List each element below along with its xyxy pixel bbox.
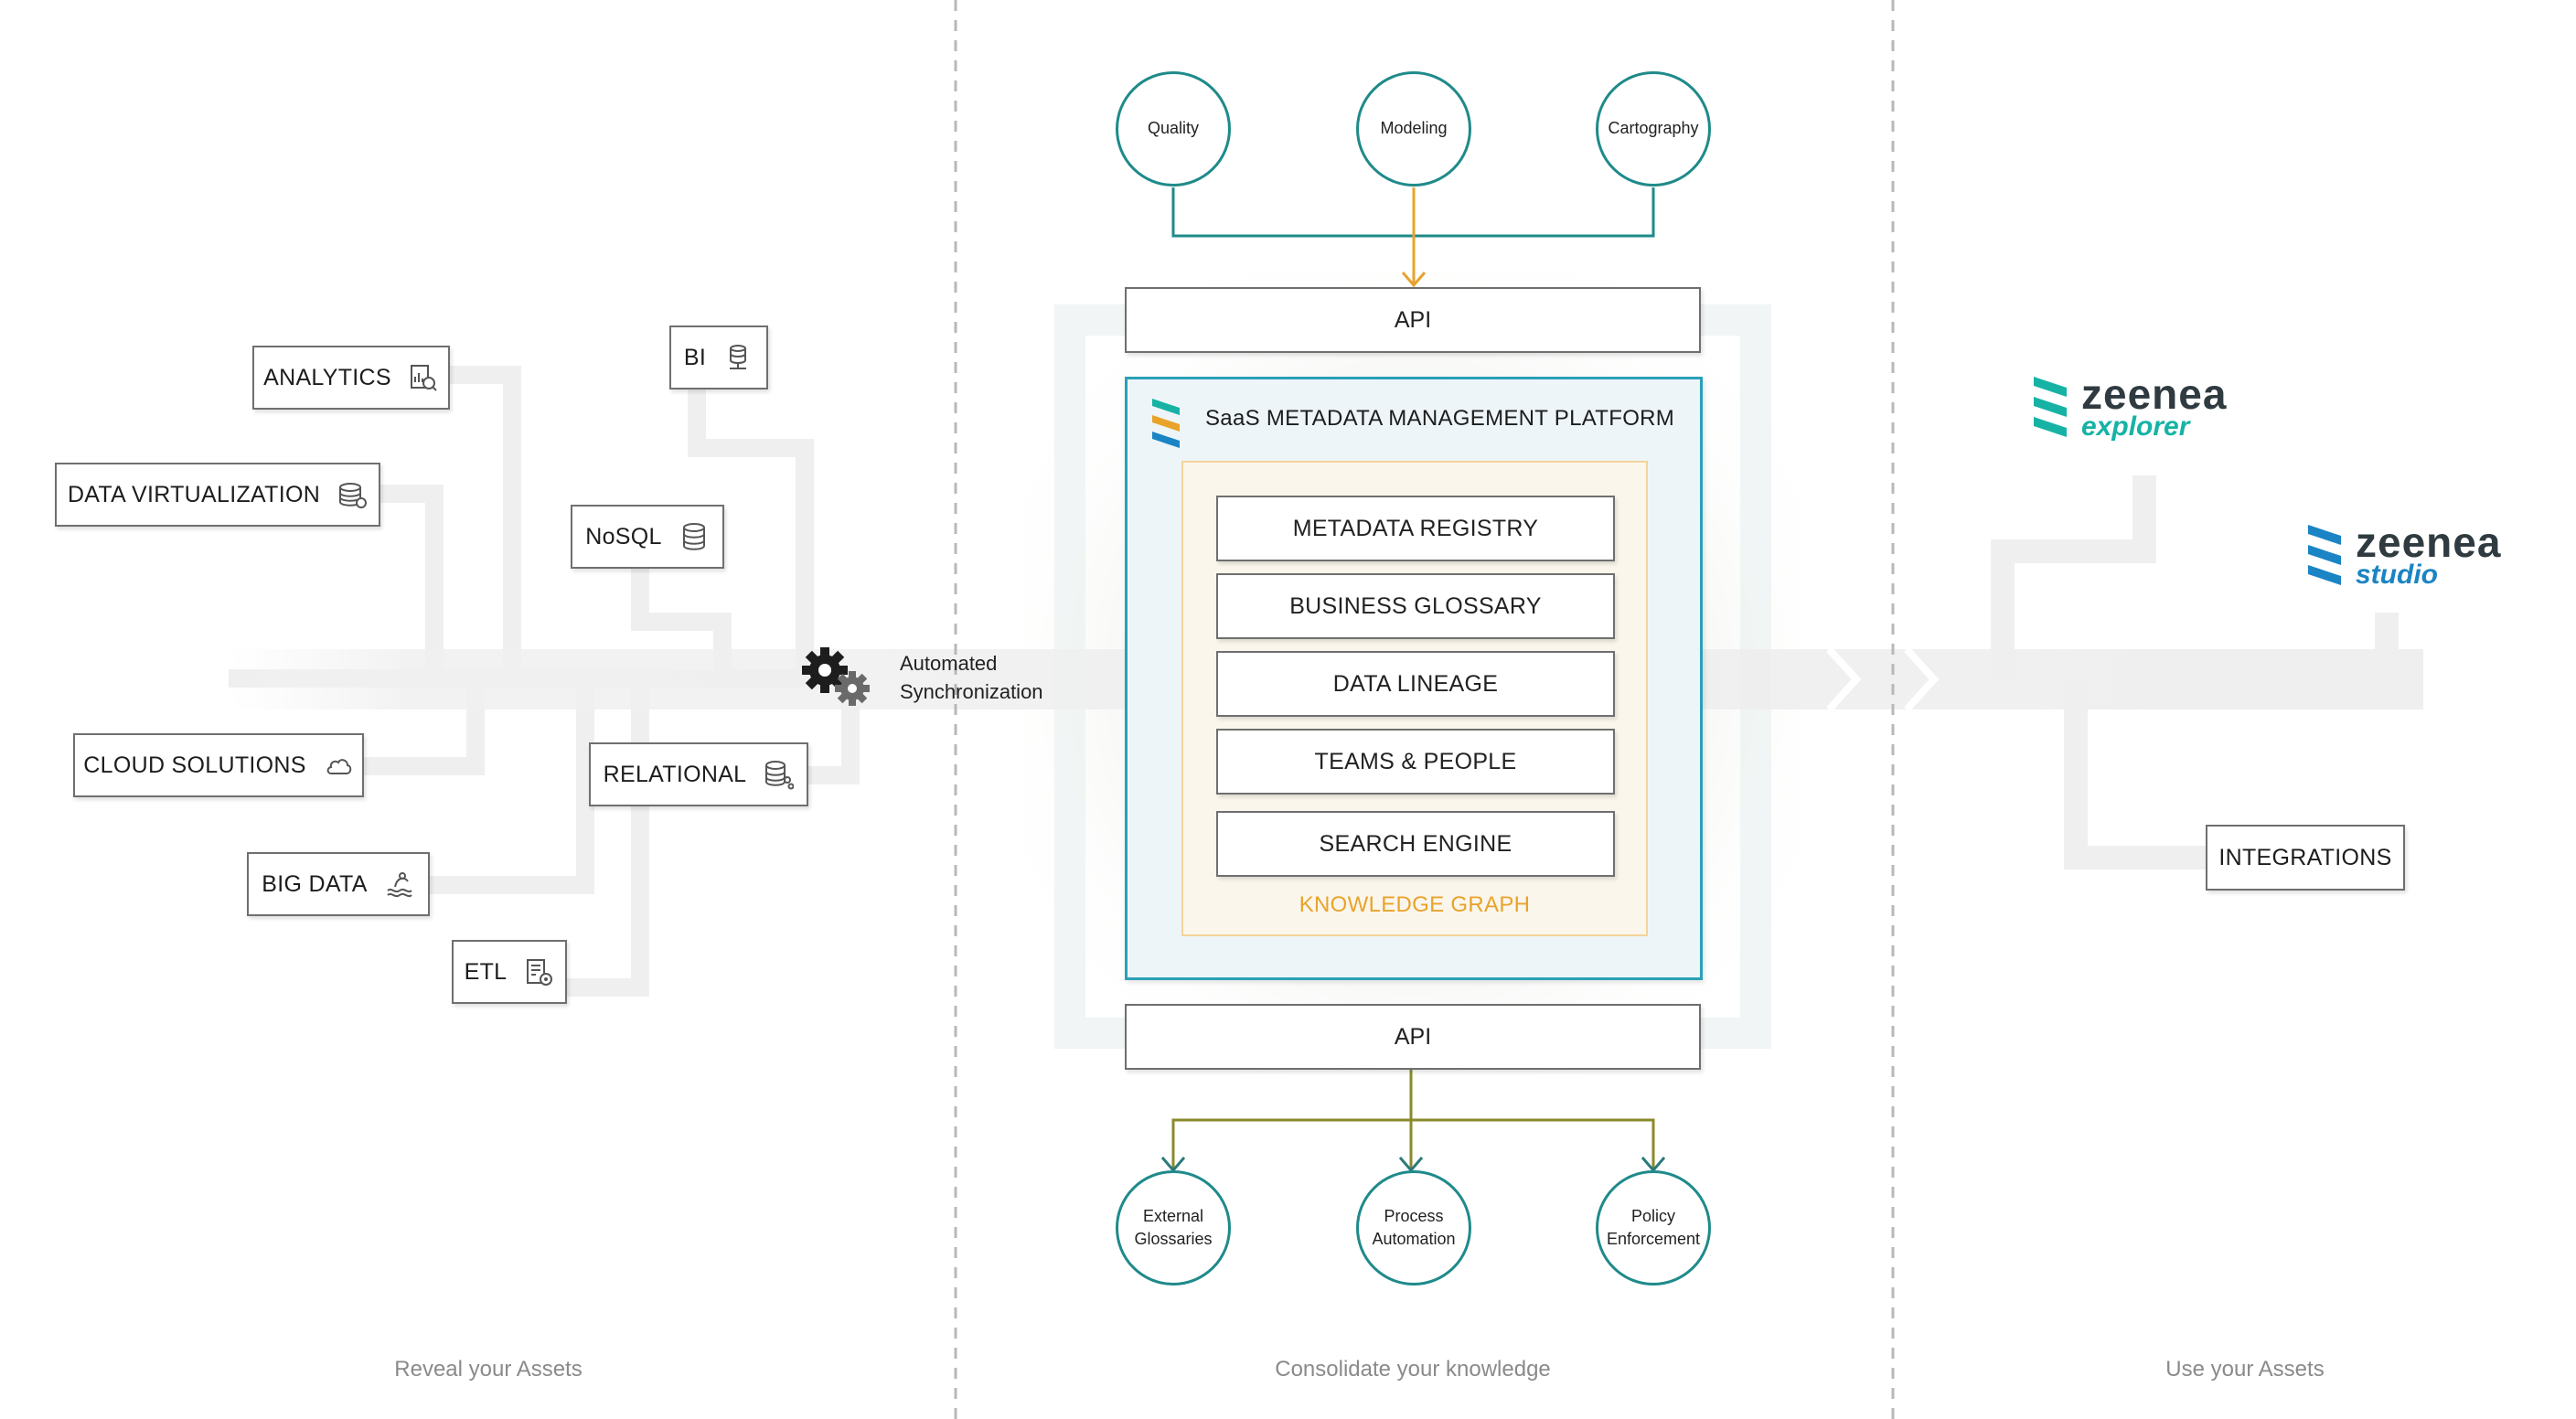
source-etl-label: ETL: [464, 958, 508, 985]
api-bottom-label: API: [1394, 1023, 1432, 1050]
source-big-data[interactable]: BIG DATA: [247, 852, 430, 916]
server-icon: [730, 345, 747, 369]
sync-label-line2: Synchronization: [900, 680, 1043, 703]
studio-brand: zeenea: [2356, 518, 2502, 566]
platform-title: SaaS METADATA MANAGEMENT PLATFORM: [1205, 406, 1675, 431]
section-label-middle: Consolidate your knowledge: [1275, 1357, 1551, 1382]
module-business-glossary-label: BUSINESS GLOSSARY: [1289, 592, 1542, 619]
source-bi-label: BI: [683, 344, 707, 370]
zeenea-studio-mark-icon: [2308, 525, 2341, 585]
circle-process-automation-line2: Automation: [1372, 1230, 1456, 1248]
studio-product: studio: [2356, 560, 2438, 590]
api-top-label: API: [1394, 306, 1432, 333]
api-bottom-box[interactable]: API: [1125, 1004, 1701, 1070]
module-data-lineage-label: DATA LINEAGE: [1332, 670, 1499, 697]
module-data-lineage[interactable]: DATA LINEAGE: [1216, 651, 1615, 717]
source-etl[interactable]: ETL: [452, 940, 567, 1004]
explorer-product: explorer: [2081, 411, 2190, 442]
module-search-engine[interactable]: SEARCH ENGINE: [1216, 811, 1615, 877]
source-data-virtualization[interactable]: DATA VIRTUALIZATION: [55, 463, 380, 527]
module-teams-people-label: TEAMS & PEOPLE: [1314, 748, 1517, 774]
circle-policy-enforcement-line2: Enforcement: [1606, 1230, 1701, 1248]
sync-label-line1: Automated: [900, 652, 998, 675]
gears-icon: [802, 647, 870, 706]
explorer-brand: zeenea: [2081, 370, 2228, 418]
top-arrow-head: [1401, 272, 1427, 288]
circle-cartography-label: Cartography: [1608, 119, 1699, 138]
circle-policy-enforcement-line1: Policy: [1630, 1206, 1675, 1225]
api-top-box[interactable]: API: [1125, 287, 1701, 353]
relational-db-icon: [765, 761, 795, 790]
zeenea-studio-logo[interactable]: zeenea studio: [2306, 521, 2501, 589]
data-lake-icon: [386, 872, 412, 898]
integrations-box[interactable]: INTEGRATIONS: [2206, 825, 2405, 891]
circle-quality[interactable]: Quality: [1116, 71, 1231, 187]
etl-icon: [527, 959, 553, 986]
circle-process-automation-line1: Process: [1384, 1206, 1444, 1225]
knowledge-graph-label: KNOWLEDGE GRAPH: [1299, 892, 1531, 917]
circle-external-glossaries-line1: External: [1142, 1206, 1204, 1225]
source-big-data-label: BIG DATA: [262, 870, 368, 897]
circle-quality-label: Quality: [1147, 119, 1200, 138]
zeenea-logo-icon: [1152, 399, 1180, 448]
module-search-engine-label: SEARCH ENGINE: [1319, 830, 1512, 857]
section-label-right: Use your Assets: [2165, 1357, 2325, 1382]
zeenea-explorer-mark-icon: [2034, 377, 2067, 437]
analytics-icon: [410, 365, 437, 391]
source-analytics[interactable]: ANALYTICS: [252, 346, 450, 410]
source-cloud-solutions-label: CLOUD SOLUTIONS: [83, 752, 306, 778]
database-stack-icon: [339, 483, 368, 508]
bottom-connectors: [1171, 1070, 1655, 1168]
circle-modeling-label: Modeling: [1380, 119, 1448, 138]
source-relational[interactable]: RELATIONAL: [589, 742, 808, 806]
flow-chevrons: [1826, 646, 1940, 712]
section-label-left: Reveal your Assets: [394, 1357, 583, 1382]
cloud-icon: [326, 759, 351, 774]
integrations-label: INTEGRATIONS: [2218, 844, 2392, 870]
circle-external-glossaries-line2: Glossaries: [1134, 1230, 1213, 1248]
source-relational-label: RELATIONAL: [603, 761, 747, 787]
source-data-virtualization-label: DATA VIRTUALIZATION: [67, 481, 321, 507]
circle-modeling[interactable]: Modeling: [1356, 71, 1471, 187]
module-metadata-registry-label: METADATA REGISTRY: [1292, 515, 1539, 541]
sync-label: Automated Synchronization: [900, 649, 1043, 706]
source-cloud-solutions[interactable]: CLOUD SOLUTIONS: [73, 733, 364, 797]
database-icon: [682, 523, 705, 550]
module-metadata-registry[interactable]: METADATA REGISTRY: [1216, 496, 1615, 561]
source-nosql-label: NoSQL: [585, 523, 662, 549]
source-analytics-label: ANALYTICS: [263, 364, 391, 390]
circle-cartography[interactable]: Cartography: [1596, 71, 1711, 187]
module-business-glossary[interactable]: BUSINESS GLOSSARY: [1216, 573, 1615, 639]
zeenea-explorer-logo[interactable]: zeenea explorer: [2032, 373, 2227, 441]
module-teams-people[interactable]: TEAMS & PEOPLE: [1216, 729, 1615, 795]
bottom-arrowheads: [1160, 1157, 1666, 1173]
right-pipelines: [1991, 475, 2399, 870]
source-nosql[interactable]: NoSQL: [571, 505, 724, 569]
source-bi[interactable]: BI: [669, 325, 768, 389]
